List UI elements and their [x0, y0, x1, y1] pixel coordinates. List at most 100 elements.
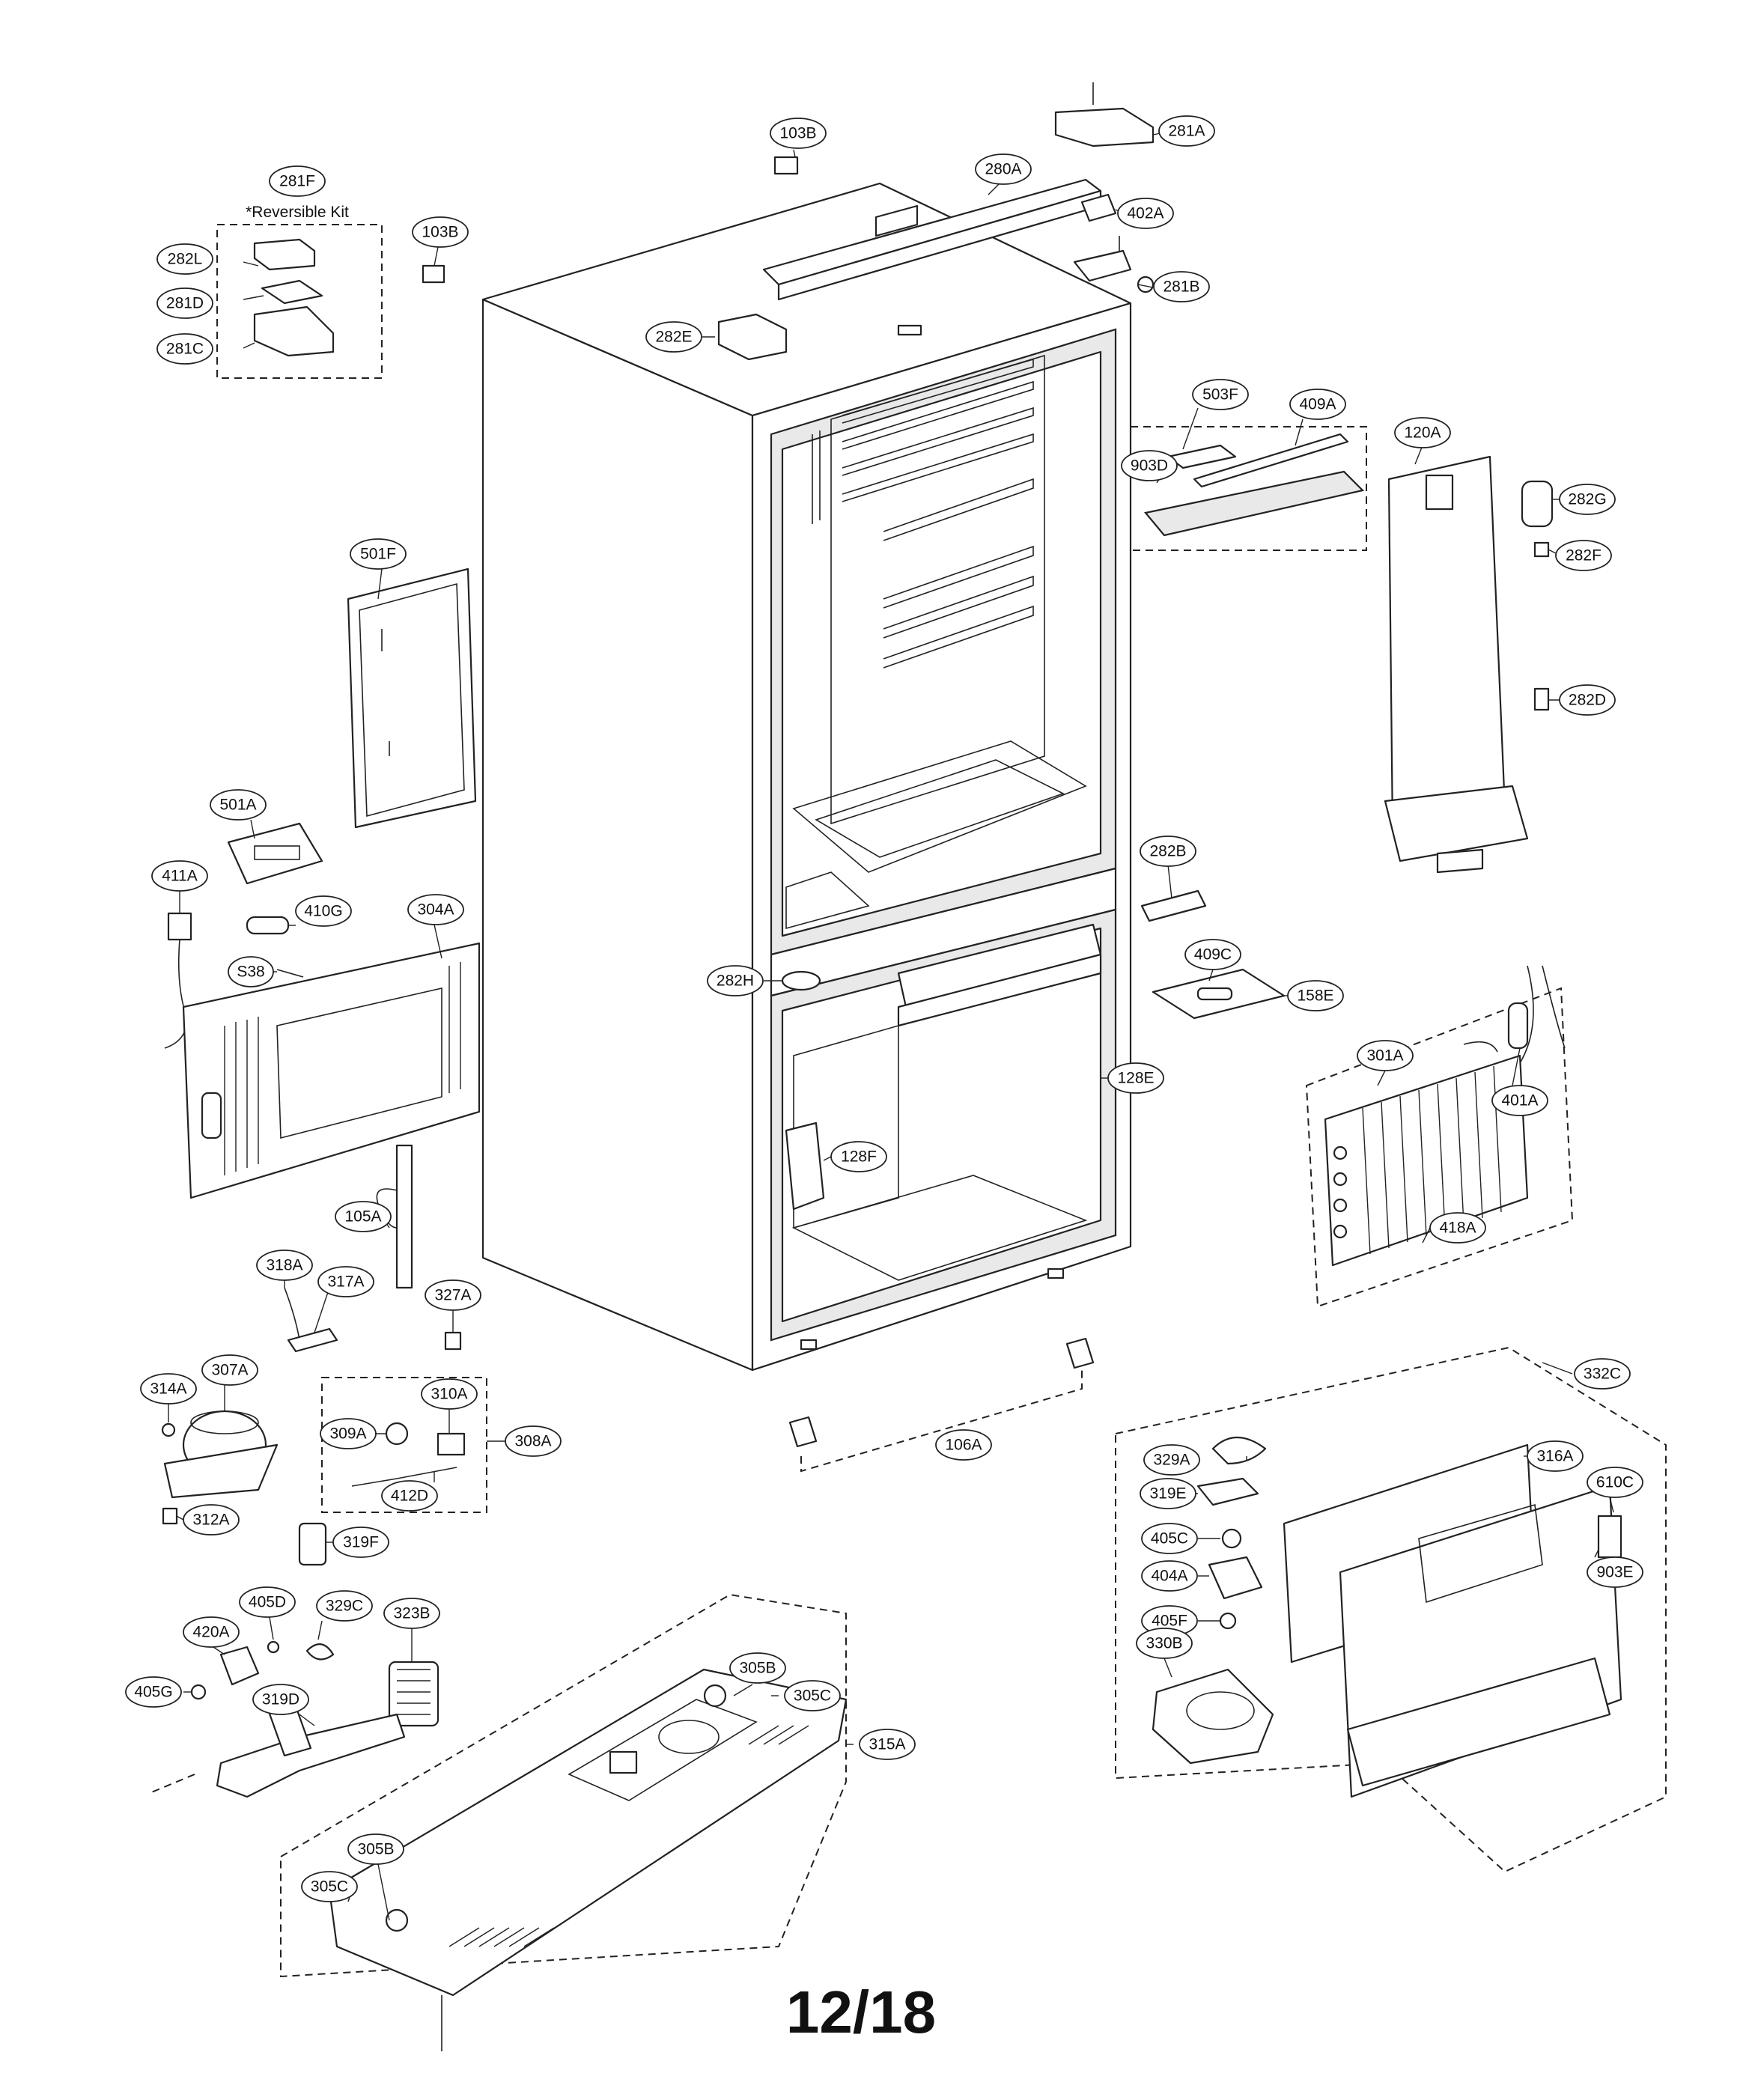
callout-327A: 327A: [425, 1279, 481, 1311]
reversible-kit-281F: [216, 224, 383, 379]
callout-label: 319E: [1149, 1485, 1186, 1503]
callout-280A: 280A: [975, 153, 1032, 185]
condenser-fan-kit: [149, 1640, 439, 1798]
callout-label: 128E: [1117, 1070, 1154, 1087]
callout-310A: 310A: [421, 1378, 478, 1410]
reversible-kit-note: *Reversible Kit: [246, 204, 349, 221]
callout-315A: 315A: [859, 1729, 916, 1760]
callout-304A: 304A: [407, 894, 464, 925]
callout-282L: 282L: [156, 243, 213, 275]
callout-332C: 332C: [1574, 1358, 1631, 1390]
callout-501F: 501F: [350, 538, 407, 570]
callout-329C: 329C: [316, 1590, 373, 1622]
callout-103B-left: 103B: [412, 216, 469, 248]
hinge-bracket-402A: [1080, 193, 1117, 222]
callout-label: 310A: [431, 1386, 467, 1403]
callout-label: 307A: [211, 1362, 248, 1379]
callout-label: 315A: [869, 1736, 905, 1753]
clip-282F: [1533, 541, 1550, 558]
callout-402A: 402A: [1117, 198, 1174, 229]
callout-312A: 312A: [183, 1504, 240, 1536]
callout-label: 402A: [1127, 205, 1164, 222]
callout-label: 312A: [192, 1512, 229, 1529]
callout-411A: 411A: [151, 860, 208, 892]
callout-label: 319D: [262, 1691, 299, 1708]
callout-label: 420A: [192, 1624, 229, 1641]
callout-281B: 281B: [1153, 271, 1210, 302]
callout-label: 103B: [779, 125, 816, 142]
callout-410G: 410G: [295, 895, 352, 927]
drain-tube-105A: [376, 1144, 413, 1289]
leader-lines: [168, 131, 1614, 1921]
relay-assembly-308A: [321, 1377, 487, 1513]
clip-327A: [444, 1331, 462, 1351]
callout-label: 305B: [739, 1660, 776, 1677]
callout-label: 405F: [1152, 1613, 1187, 1630]
callout-label: 501F: [360, 546, 396, 563]
callout-308A: 308A: [505, 1425, 562, 1457]
callout-label: 281D: [166, 295, 204, 312]
callout-301A: 301A: [1357, 1040, 1414, 1071]
callout-309A: 309A: [320, 1418, 377, 1449]
pcb-501A: [227, 822, 323, 885]
ring-282G: [1521, 480, 1554, 528]
callout-label: 503F: [1202, 386, 1238, 404]
refrigerator-cabinet: [481, 182, 1132, 1372]
callout-305C-top: 305C: [784, 1680, 841, 1711]
callout-405C: 405C: [1141, 1523, 1198, 1554]
callout-label: 281F: [279, 173, 315, 190]
callout-281D: 281D: [156, 287, 213, 319]
callout-314A: 314A: [140, 1373, 197, 1404]
callout-label: 281C: [166, 341, 204, 358]
bracket-282B: [1140, 889, 1207, 922]
callout-103B-top: 103B: [770, 118, 827, 149]
callout-label: 329A: [1153, 1452, 1190, 1469]
leveling-legs-106A: [788, 1337, 1095, 1473]
callout-305B-bot: 305B: [347, 1833, 404, 1865]
callout-label: 106A: [945, 1437, 982, 1454]
callout-label: 305C: [311, 1878, 348, 1896]
callout-label: 409A: [1299, 396, 1336, 413]
callout-label: 103B: [422, 224, 458, 241]
callout-323B: 323B: [383, 1598, 440, 1629]
callout-label: 903D: [1131, 457, 1168, 475]
callout-label: 409C: [1194, 946, 1232, 964]
callout-307A: 307A: [201, 1354, 258, 1386]
bracket-128F: [785, 1121, 825, 1211]
callout-label: 418A: [1439, 1220, 1476, 1237]
crisper-floor: [792, 740, 1087, 873]
callout-label: 401A: [1501, 1092, 1538, 1110]
callout-412D: 412D: [381, 1480, 438, 1512]
callout-label: 316A: [1536, 1448, 1573, 1465]
callout-420A: 420A: [183, 1616, 240, 1648]
callout-404A: 404A: [1141, 1560, 1198, 1592]
callout-418A: 418A: [1429, 1212, 1486, 1244]
callout-282D: 282D: [1559, 684, 1616, 716]
callout-106A: 106A: [935, 1429, 992, 1461]
callout-label: 317A: [327, 1273, 364, 1291]
callout-409A: 409A: [1289, 389, 1346, 420]
callout-label: 318A: [266, 1257, 302, 1274]
callout-label: 319F: [343, 1534, 379, 1551]
clip-103B-top: [773, 156, 799, 175]
callout-label: 281B: [1163, 279, 1199, 296]
top-hinge-cover-280A: [762, 178, 1102, 301]
callout-281A: 281A: [1158, 115, 1215, 147]
callout-903D: 903D: [1121, 450, 1178, 481]
callout-label: 105A: [344, 1208, 381, 1226]
callout-label: 282D: [1569, 692, 1606, 709]
machine-compartment-cover-304A: [182, 942, 481, 1199]
callout-label: S38: [237, 964, 264, 981]
callout-128F: 128F: [830, 1141, 887, 1172]
sensor-318A-317A: [284, 1287, 338, 1353]
callout-409C: 409C: [1184, 939, 1241, 970]
callout-317A: 317A: [317, 1266, 374, 1297]
callout-label: 308A: [514, 1433, 551, 1450]
duct-cover-120A: [1384, 455, 1529, 874]
callout-305B-top: 305B: [729, 1652, 786, 1684]
callout-label: 309A: [329, 1425, 366, 1443]
callout-label: 282G: [1568, 491, 1606, 508]
callout-158E: 158E: [1287, 980, 1344, 1011]
callout-label: 282B: [1149, 843, 1186, 860]
